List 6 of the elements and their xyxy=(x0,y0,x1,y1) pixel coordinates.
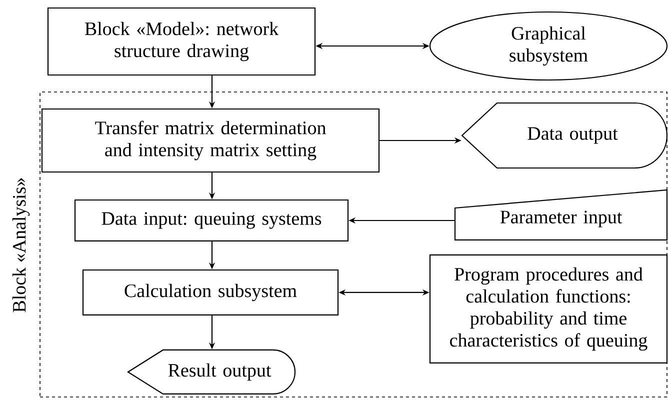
process-box: Data input: queuing systems xyxy=(74,199,349,242)
process-box: Transfer matrix determination and intensity matrix setting xyxy=(41,108,380,173)
node-label: Block «Analysis» xyxy=(12,178,30,312)
process-box: Block «Model»: network structure drawing xyxy=(47,7,316,76)
process-box: Program procedures and calculation functions: probability and time characteristics of queuing xyxy=(429,254,668,364)
process-box: Calculation subsystem xyxy=(82,269,339,316)
